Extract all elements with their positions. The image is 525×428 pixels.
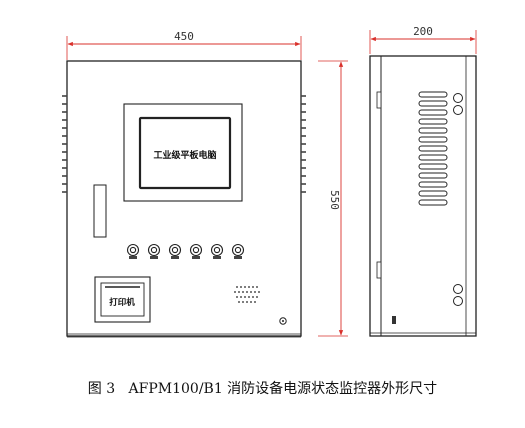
front-width-dimension: 450 — [66, 30, 302, 60]
industrial-panel-pc: 工业级平板电脑 — [123, 103, 243, 202]
side-width-label: 200 — [413, 25, 433, 38]
front-view: 450 — [62, 30, 348, 338]
figure-caption: 图 3 AFPM100/B1 消防设备电源状态监控器外形尺寸 — [0, 378, 525, 398]
indicator-button — [168, 243, 182, 259]
lock-icon — [279, 317, 287, 325]
figure-number: 图 3 — [87, 381, 116, 397]
side-louvers — [418, 91, 448, 206]
indicator-button — [126, 243, 140, 259]
door-handle — [93, 184, 107, 238]
screen-label: 工业级平板电脑 — [153, 149, 216, 161]
cable-knockouts-bottom — [453, 284, 463, 306]
indicator-button — [147, 243, 161, 259]
left-vent-ribs — [62, 95, 67, 193]
speaker-grille — [234, 286, 260, 303]
side-width-dimension: 200 — [369, 25, 477, 54]
cable-knockouts-top — [453, 93, 463, 115]
printer-label: 打印机 — [109, 297, 135, 308]
height-dimension: 550 — [318, 60, 348, 337]
side-view: 200 — [369, 25, 477, 337]
indicator-button — [231, 243, 245, 259]
indicator-button — [210, 243, 224, 259]
printer-module: 打印机 — [94, 276, 151, 323]
indicator-buttons — [126, 243, 245, 259]
indicator-button — [189, 243, 203, 259]
height-label: 550 — [328, 190, 341, 210]
caption-text: AFPM100/B1 消防设备电源状态监控器外形尺寸 — [128, 381, 438, 397]
front-width-label: 450 — [174, 30, 194, 43]
right-vent-ribs — [301, 95, 306, 193]
